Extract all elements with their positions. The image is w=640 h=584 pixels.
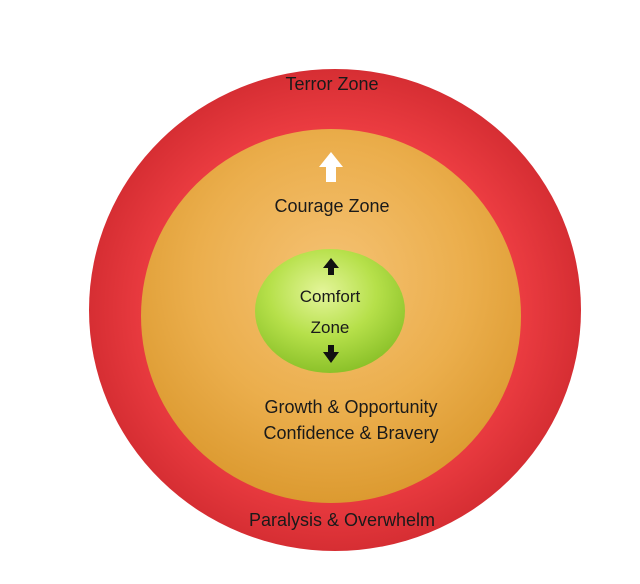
- up-arrow-icon: [319, 152, 343, 182]
- courage-zone-title: Courage Zone: [274, 196, 390, 216]
- comfort-zone-circle: [255, 249, 405, 373]
- courage-zone-description-line1: Growth & Opportunity: [264, 397, 438, 417]
- terror-zone-description: Paralysis & Overwhelm: [248, 510, 436, 530]
- terror-zone-title: Terror Zone: [285, 74, 379, 94]
- up-arrow-icon: [323, 258, 339, 275]
- comfort-zone-label-line2: Zone: [310, 318, 350, 337]
- comfort-zone-label-line1: Comfort: [299, 287, 361, 306]
- down-arrow-icon: [323, 345, 339, 363]
- courage-zone-description-line2: Confidence & Bravery: [263, 423, 439, 443]
